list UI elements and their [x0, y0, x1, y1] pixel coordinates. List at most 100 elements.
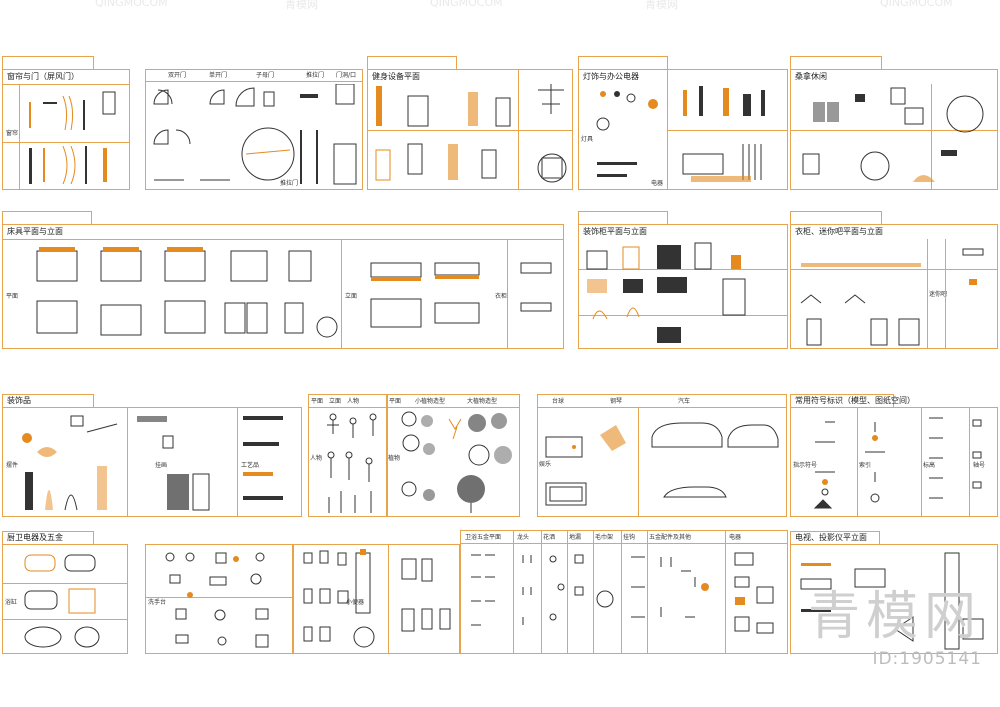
panel-doors: 双开门 单开门 子母门 推拉门 门洞/口 推拉门 — [145, 69, 363, 190]
divider — [945, 239, 946, 349]
divider — [579, 315, 787, 316]
plant-drawings — [401, 411, 512, 513]
watermark-logo: 青模网 — [807, 587, 982, 647]
panel-lighting: 灯饰与办公电器 灯具 电器 — [578, 69, 788, 190]
row-label: 标高 — [923, 462, 936, 469]
tab-label: 台球 — [552, 398, 565, 405]
divider — [3, 619, 127, 620]
decoration-drawings — [22, 415, 283, 511]
tab-label: 挂钩 — [623, 534, 636, 541]
section-tab — [2, 56, 94, 70]
row-label: 洗手台 — [148, 599, 167, 606]
tab-label: 门洞/口 — [336, 72, 357, 79]
row-label: 衣柜 — [495, 293, 508, 300]
divider — [667, 130, 787, 131]
tab-label: 卫浴五金平面 — [465, 534, 502, 541]
watermark-text: QINGMOCOM — [430, 0, 503, 9]
section-title: 桑拿休闲 — [795, 72, 827, 81]
row-label: 平面 — [6, 293, 19, 300]
row-label: 挂画 — [155, 462, 168, 469]
divider — [387, 407, 519, 408]
section-title: 健身设备平面 — [372, 72, 420, 81]
tab-label: 推拉门 — [306, 72, 325, 79]
tab-label: 立面 — [329, 398, 342, 405]
image-id: ID:1905141 — [872, 649, 982, 669]
tv-drawings — [800, 552, 984, 650]
section-title: 床具平面与立面 — [7, 227, 63, 236]
bed-drawings — [36, 247, 552, 338]
row-label: 轴号 — [973, 462, 986, 469]
watermark-text: QINGMOCOM — [880, 0, 953, 9]
divider — [3, 142, 129, 143]
divider — [538, 407, 786, 408]
tab-label: 小植物造型 — [415, 398, 446, 405]
row-label: 娱乐 — [539, 461, 552, 468]
panel-entertainment: 台球 钢琴 汽车 娱乐 — [537, 394, 787, 517]
divider — [237, 408, 238, 516]
tab-label: 电器 — [729, 534, 742, 541]
lighting-drawings — [596, 86, 765, 182]
divider — [621, 531, 622, 653]
hardware-drawings — [471, 552, 774, 634]
row-label: 灯具 — [581, 136, 594, 143]
row-label: 立面 — [345, 293, 358, 300]
panel-plants: 平面 小植物造型 大植物造型 植物 — [386, 394, 520, 517]
row-label: 窗帘 — [6, 130, 19, 137]
panel-tv-projector: 电视、投影仪平立面 — [790, 533, 998, 654]
panel-sauna: 桑拿休闲 — [790, 69, 998, 190]
watermark-text: 青模网 — [645, 0, 678, 11]
row-label: 电器 — [651, 180, 664, 187]
washbasin-drawings — [165, 552, 269, 648]
row-label: 人物 — [310, 455, 323, 462]
tab-label: 钢琴 — [610, 398, 623, 405]
row-label: 迷你吧 — [929, 291, 948, 298]
divider — [921, 408, 922, 516]
divider — [146, 81, 362, 82]
panel-decorations: 装饰品 摆件 挂画 工艺品 — [2, 396, 302, 517]
section-tab — [2, 211, 92, 225]
row-label: 推拉门 — [280, 180, 299, 187]
divider — [647, 531, 648, 653]
tab-label: 汽车 — [678, 398, 691, 405]
divider — [3, 583, 127, 584]
divider — [541, 531, 542, 653]
tab-label: 子母门 — [256, 72, 275, 79]
panel-bath-hardware: 卫浴五金平面 龙头 花洒 地漏 毛巾架 挂钩 五金配件及其他 电器 — [460, 530, 788, 654]
section-tab — [367, 56, 457, 70]
wardrobe-drawings — [800, 248, 984, 346]
divider — [518, 70, 519, 190]
section-tab — [790, 211, 882, 225]
row-label: 指示符号 — [793, 462, 818, 469]
panel-gym: 健身设备平面 — [367, 69, 573, 190]
panel-people: 平面 立面 人物 人物 — [308, 394, 388, 517]
panel-washbasins: 洗手台 — [145, 544, 293, 654]
row-label: 索引 — [859, 462, 872, 469]
divider — [388, 545, 389, 653]
divider — [593, 531, 594, 653]
section-tab — [578, 211, 668, 225]
tab-label: 单开门 — [209, 72, 228, 79]
section-tab — [2, 531, 94, 545]
section-tab — [578, 56, 668, 70]
tab-label: 五金配件及其他 — [649, 534, 692, 541]
panel-toilets: 小便器 — [293, 544, 460, 654]
section-title: 装饰品 — [7, 396, 31, 405]
sauna-drawings — [802, 87, 984, 182]
bathtub-drawings — [24, 554, 100, 648]
divider — [146, 597, 292, 598]
section-title: 厨卫电器及五金 — [7, 533, 63, 542]
section-tab — [790, 394, 894, 408]
section-tab — [790, 56, 882, 70]
divider — [309, 407, 387, 408]
tab-label: 大植物造型 — [467, 398, 498, 405]
panel-cabinets: 装饰柜平面与立面 — [578, 224, 788, 349]
watermark-text: QINGMOCOM — [95, 0, 168, 9]
toilet-drawings — [303, 549, 451, 648]
entertainment-drawings — [545, 422, 779, 506]
divider — [513, 531, 514, 653]
divider — [857, 408, 858, 516]
divider — [791, 269, 997, 270]
symbol-drawings — [813, 417, 982, 509]
section-tab — [790, 531, 880, 545]
